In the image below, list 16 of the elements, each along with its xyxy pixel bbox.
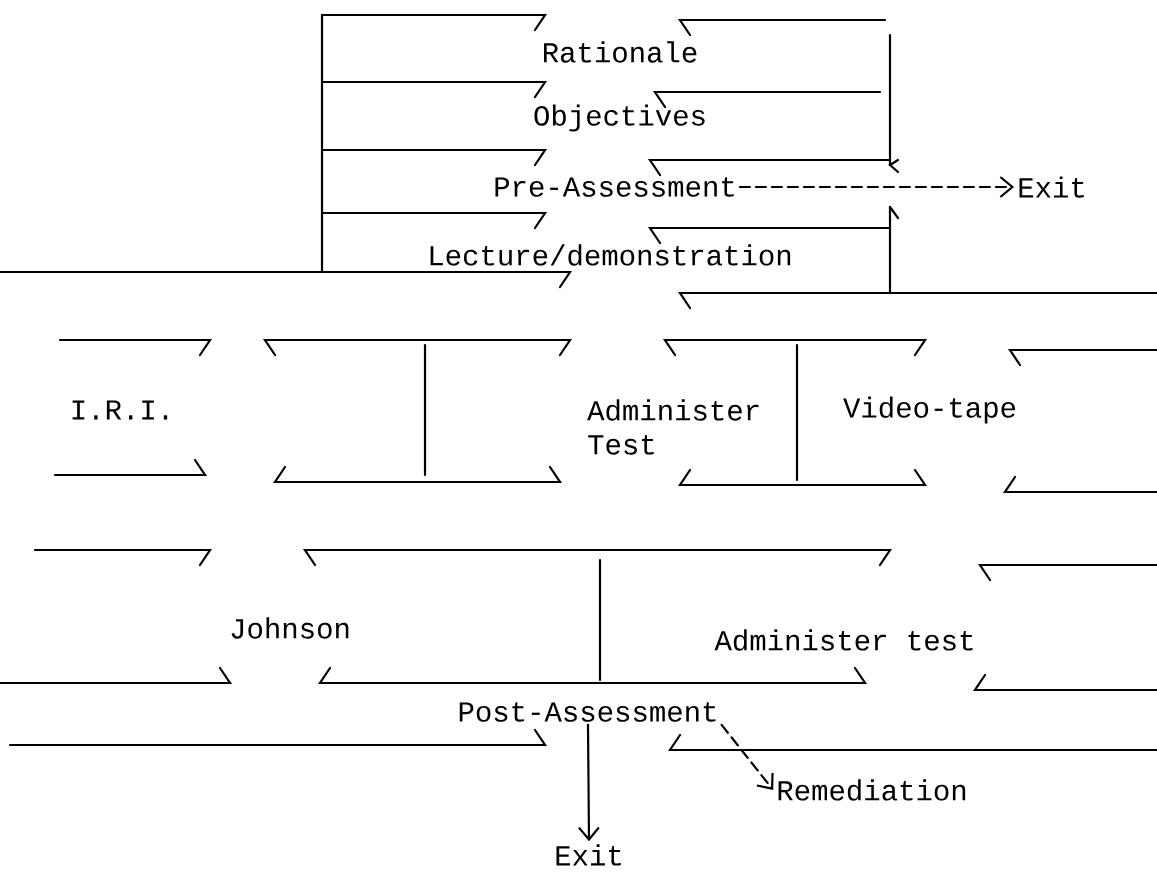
- text-label: Objectives: [534, 104, 705, 132]
- text-label: Pre-Assessment: [495, 177, 734, 197]
- text-label: Administer Test: [587, 399, 759, 455]
- arrow: [720, 723, 774, 790]
- text-label: Post-Assessment: [459, 702, 716, 722]
- text-label: Rationale: [544, 41, 697, 63]
- text-label: Administer test: [714, 629, 973, 651]
- text-label: Remediation: [778, 779, 966, 801]
- text-label: Johnson: [231, 617, 349, 639]
- arrow: [738, 176, 1015, 198]
- text-label: Exit: [556, 844, 621, 866]
- text-label: Lecture/demonstration: [430, 244, 791, 266]
- text-label: I.R.I.: [72, 400, 168, 420]
- text-label: Exit: [1019, 176, 1084, 198]
- arrow: [578, 723, 600, 842]
- text-label: Video-tape: [843, 396, 1016, 424]
